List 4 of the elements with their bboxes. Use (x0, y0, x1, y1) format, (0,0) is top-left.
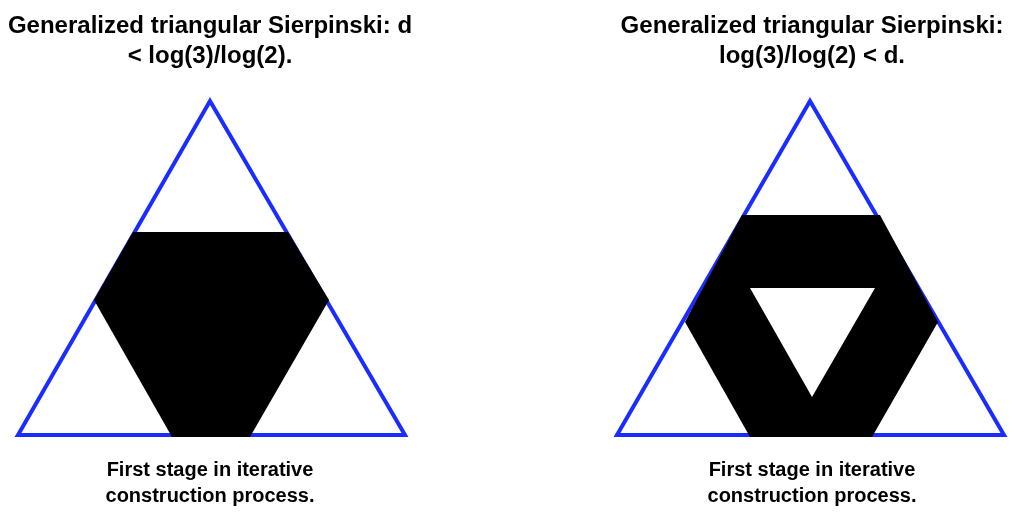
caption: First stage in iterative construction process. (706, 457, 918, 508)
caption: First stage in iterative construction process. (104, 457, 316, 508)
heading: Generalized triangular Sierpinski: log(3)/log(2) < d. (619, 10, 1005, 70)
heading: Generalized triangular Sierpinski: d < log(3)/log(2). (6, 10, 414, 70)
